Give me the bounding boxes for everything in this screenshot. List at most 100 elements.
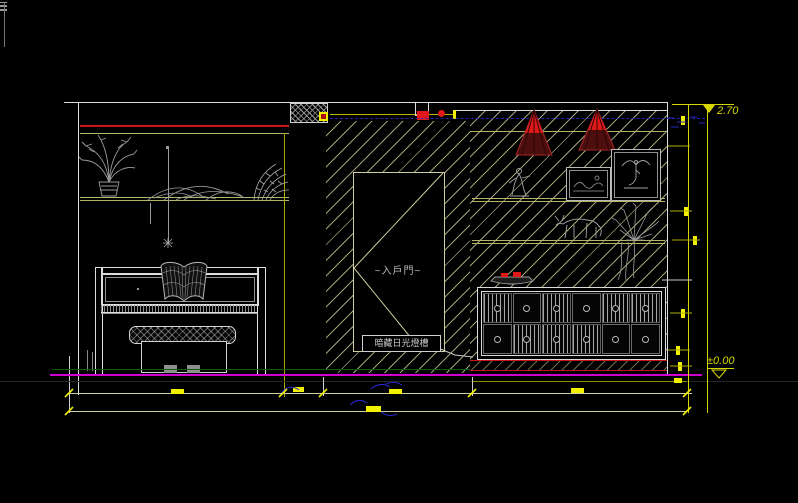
frame-art-sketch bbox=[573, 175, 604, 192]
cabinet-panel-striped bbox=[483, 293, 512, 323]
right-dim-line-2 bbox=[707, 104, 708, 413]
beam-section bbox=[290, 103, 328, 123]
cabinet-panel-dark bbox=[512, 293, 542, 323]
panel-knob bbox=[642, 304, 650, 312]
dimension-text-blob bbox=[293, 387, 304, 392]
centerline bbox=[168, 147, 169, 243]
dimension-text-blob bbox=[674, 378, 682, 383]
dimension-text-blob bbox=[571, 388, 584, 393]
panel-knob bbox=[612, 304, 620, 312]
door-sign-label: ~入戶門~ bbox=[374, 266, 422, 277]
dimension-text-blob bbox=[693, 236, 697, 245]
centerline-short bbox=[150, 203, 151, 224]
ceiling-line bbox=[64, 102, 668, 103]
pendant-light-icon bbox=[515, 109, 553, 156]
dim-extension bbox=[472, 377, 473, 396]
piano-rail-line bbox=[101, 313, 257, 314]
light-fixture-dot bbox=[438, 110, 445, 117]
piano-dot bbox=[137, 288, 139, 290]
dim-extension bbox=[323, 377, 324, 396]
right-dim-line-1 bbox=[688, 104, 689, 413]
display-shelf-2b bbox=[472, 243, 665, 244]
centerline-dot bbox=[166, 146, 169, 149]
baseboard-light-trough bbox=[470, 360, 667, 371]
cabinet-inner-border bbox=[481, 291, 662, 356]
picture-frame-mat bbox=[569, 170, 608, 198]
dimension-text-blob bbox=[171, 389, 184, 394]
panel-knob bbox=[523, 304, 531, 312]
right-wall-line bbox=[667, 102, 668, 375]
cabinet-panel-striped bbox=[631, 293, 660, 323]
cabinet-panel-striped bbox=[542, 324, 571, 354]
dimension-text-blob bbox=[366, 406, 381, 412]
panel-knob bbox=[493, 304, 501, 312]
panel-knob bbox=[642, 335, 650, 343]
corner-line bbox=[4, 3, 5, 47]
potted-plant-sketch bbox=[78, 134, 138, 197]
left-shelf-edge-2 bbox=[80, 200, 289, 201]
cabinet-panel-striped bbox=[601, 293, 631, 323]
cabinet-panel-dark bbox=[571, 293, 601, 323]
cabinet-panel-dark bbox=[631, 324, 660, 354]
level-marker-top-icon bbox=[703, 105, 715, 113]
picture-frame-mat bbox=[614, 152, 658, 198]
bull-figurine-sketch bbox=[554, 214, 602, 239]
floor-green-line bbox=[52, 369, 470, 370]
panel-knob bbox=[553, 335, 561, 343]
hidden-light-dashed-line bbox=[330, 118, 705, 119]
light-trough-label: 暗藏日光燈槽 bbox=[374, 338, 429, 348]
fern-plant-sketch bbox=[253, 163, 290, 201]
panel-knob bbox=[612, 335, 620, 343]
viewport-corner-artifact bbox=[0, 2, 7, 11]
cabinet-panel-striped bbox=[571, 324, 601, 354]
bench-base bbox=[141, 341, 227, 373]
panel-knob bbox=[582, 335, 590, 343]
cabinet-panel-grid bbox=[483, 293, 660, 354]
panel-knob bbox=[523, 335, 531, 343]
level-marker-bottom-icon bbox=[711, 369, 727, 379]
dimension-text-blob bbox=[681, 116, 685, 125]
level-bottom-value: ±0.00 bbox=[707, 355, 735, 369]
right-dim-ticks bbox=[668, 145, 700, 367]
open-book-sketch bbox=[160, 261, 208, 302]
top-dim-line bbox=[672, 104, 734, 105]
decor-bowl-sketch bbox=[490, 272, 534, 285]
dry-branch-sketch bbox=[147, 185, 247, 201]
cabinet-panel-striped bbox=[512, 324, 542, 354]
picture-frame bbox=[611, 149, 661, 201]
dimension-text-blob bbox=[684, 207, 688, 216]
dimension-text-blob bbox=[676, 346, 680, 355]
cabinet-panel-striped bbox=[542, 293, 571, 323]
level-top-value: 2.70 bbox=[717, 105, 739, 117]
right-base-dim-line bbox=[472, 381, 687, 382]
frame-bird-art-sketch bbox=[621, 160, 651, 189]
sideboard-cabinet bbox=[477, 287, 666, 360]
red-accent-line bbox=[80, 125, 289, 127]
left-dim-extension bbox=[69, 356, 70, 413]
cabinet-panel-dark bbox=[483, 324, 512, 354]
display-shelf-1b bbox=[472, 201, 665, 202]
panel-knob bbox=[493, 335, 501, 343]
entry-door bbox=[353, 172, 445, 352]
shelf-plant-sketch bbox=[611, 202, 660, 281]
panel-knob bbox=[582, 304, 590, 312]
bottom-dim-line-1 bbox=[69, 393, 692, 394]
partition-extension bbox=[284, 133, 285, 397]
wall-panel-top-edge bbox=[470, 131, 667, 132]
light-fixture-mark bbox=[417, 111, 429, 120]
display-shelf-2 bbox=[472, 240, 665, 241]
floor-shadow-line bbox=[0, 381, 798, 382]
piano-pedal-line bbox=[92, 352, 93, 371]
floor-magenta-line bbox=[50, 374, 702, 376]
left-wall-line bbox=[78, 102, 79, 395]
pendant-light-icon bbox=[578, 108, 616, 151]
left-shelf-edge bbox=[80, 197, 289, 198]
piano-keyboard-rail bbox=[101, 304, 257, 313]
bench-cushion bbox=[129, 326, 236, 344]
piano-pedal-line bbox=[87, 350, 88, 371]
dimension-text-blob bbox=[389, 389, 402, 394]
dimension-text-blob bbox=[681, 309, 685, 318]
figurine-sketch bbox=[508, 168, 531, 197]
cabinet-panel-dark bbox=[601, 324, 631, 354]
